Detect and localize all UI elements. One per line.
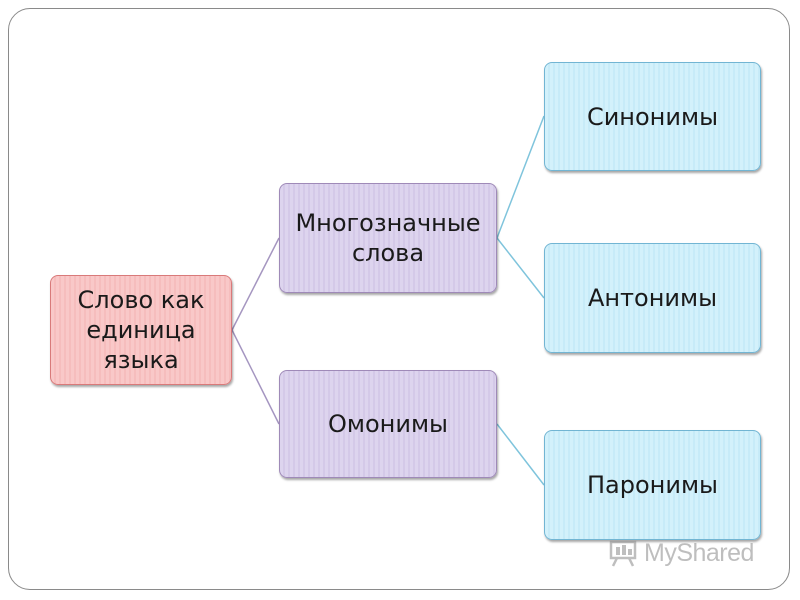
leaf-node-synonyms: Синонимы — [544, 62, 761, 171]
watermark-text: MyShared — [644, 538, 754, 567]
root-node-word: Слово как единица языка — [50, 275, 232, 385]
connector-polysemous-to-synonyms — [496, 115, 545, 239]
connector-root-to-polysemous — [231, 237, 280, 331]
branch-node-label: Многозначные слова — [295, 209, 481, 267]
leaf-node-label: Антонимы — [587, 284, 718, 312]
leaf-node-label: Синонимы — [586, 102, 719, 131]
connector-homonyms-to-paronyms — [496, 423, 545, 486]
watermark: MyShared — [608, 536, 754, 570]
leaf-node-label: Паронимы — [586, 471, 718, 499]
branch-node-polysemous: Многозначные слова — [279, 183, 497, 293]
connector-polysemous-to-antonyms — [496, 237, 545, 299]
presentation-board-icon — [609, 540, 637, 567]
branch-node-label: Омонимы — [327, 410, 449, 438]
connector-root-to-homonyms — [231, 329, 280, 425]
leaf-node-antonyms: Антонимы — [544, 243, 761, 353]
root-node-label: Слово как единица языка — [77, 286, 205, 374]
branch-node-homonyms: Омонимы — [279, 370, 497, 478]
leaf-node-paronyms: Паронимы — [544, 430, 761, 540]
